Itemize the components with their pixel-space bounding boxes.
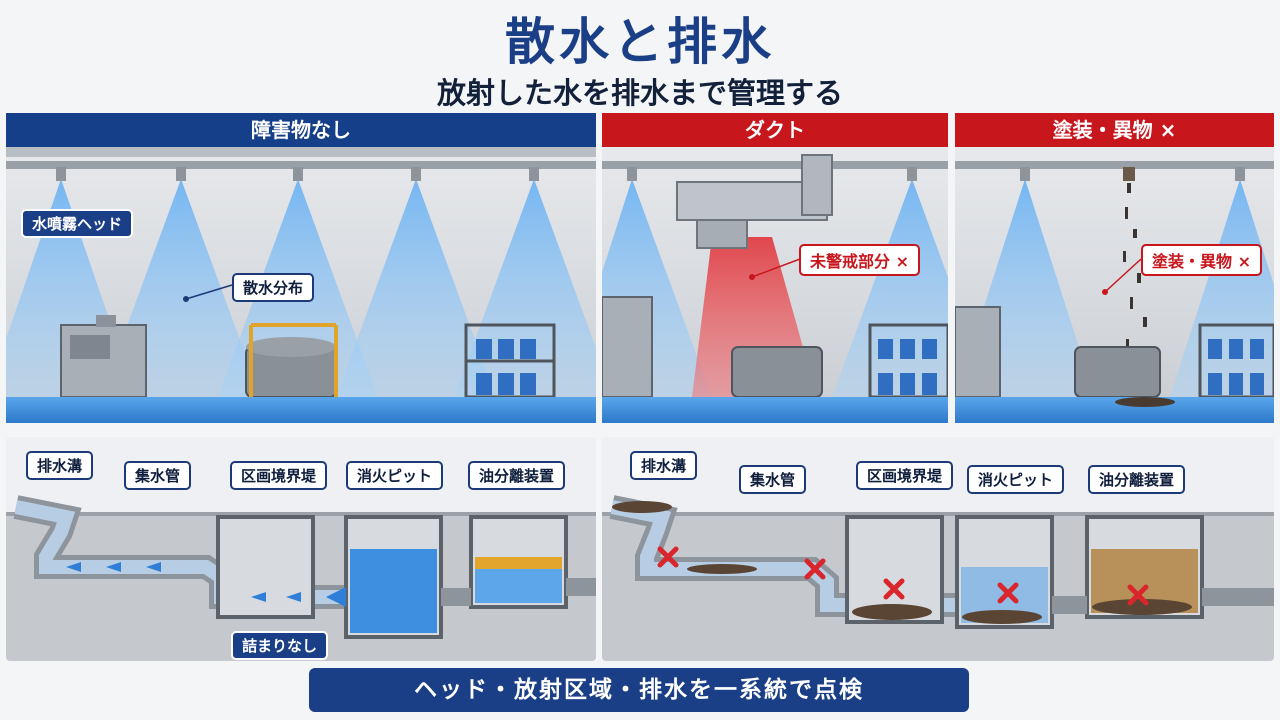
callout-nozzle-head: 水噴霧ヘッド [21,209,134,238]
panel-header-label: 障害物なし [251,118,351,142]
callout-paint-foreign: 塗装・異物 × [1141,244,1262,276]
panel-header-label: 塗装・異物 × [1052,118,1177,142]
scene-duct: 未警戒部分 × [602,147,948,423]
label-fire-pit: 消火ピット [346,461,444,490]
page-title: 散水と排水 [505,13,775,71]
drainage-clogged-illustration [602,495,1274,661]
label-oil-separator: 油分離装置 [1088,465,1186,494]
scene-duct-illustration [602,147,948,423]
label-fire-pit: 消火ピット [967,465,1065,494]
label-collection-pipe: 集水管 [739,465,807,494]
scene-paint-foreign: 塗装・異物 × [955,147,1274,423]
panel-header-no-obstacle: 障害物なし [6,113,596,147]
label-compartment-dike: 区画境界堤 [230,461,328,490]
drainage-normal-illustration [6,495,596,661]
page-subtitle: 放射した水を排水まで管理する [436,76,843,110]
callout-spray-distribution: 散水分布 [232,273,315,302]
scene-no-obstacle: 水噴霧ヘッド 散水分布 [6,147,596,423]
panel-header-paint: 塗装・異物 × [955,113,1274,147]
label-oil-separator: 油分離装置 [468,461,566,490]
scene-no-obstacle-illustration [6,147,596,423]
panel-header-duct: ダクト [602,113,948,147]
label-collection-pipe: 集水管 [124,461,192,490]
drainage-clogged: 排水溝 集水管 区画境界堤 消火ピット 油分離装置 [602,437,1274,661]
panel-header-label: ダクト [745,118,805,142]
status-no-clog: 詰まりなし [231,631,329,660]
drainage-normal: 排水溝 集水管 区画境界堤 消火ピット 油分離装置 詰まりなし [6,437,596,661]
footer-banner: ヘッド・放射区域・排水を一系統で点検 [309,668,969,712]
scene-paint-illustration [955,147,1274,423]
callout-unprotected-area: 未警戒部分 × [799,244,920,276]
label-drain-gutter: 排水溝 [26,451,94,480]
label-drain-gutter: 排水溝 [630,451,698,480]
label-compartment-dike: 区画境界堤 [856,461,954,490]
